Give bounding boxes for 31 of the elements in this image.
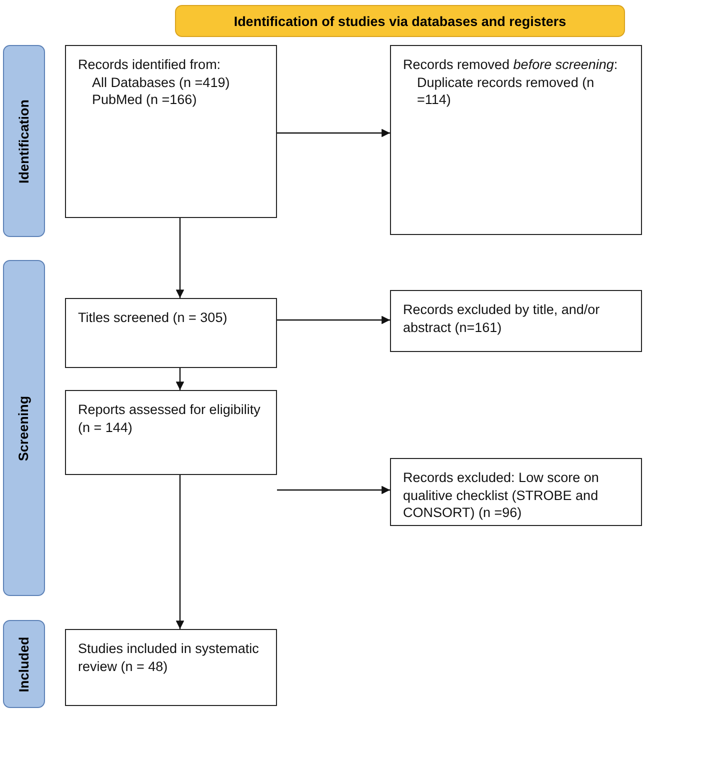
arrow: [176, 218, 184, 298]
band-label: Included: [16, 636, 32, 692]
box-text: Titles screened (n = 305): [78, 309, 228, 327]
box-text: PubMed (n =166): [91, 91, 198, 109]
box-text: Records excluded: Low score on qualitive checklist (STROBE and CONSORT) (n =96): [403, 469, 600, 522]
process-box: [390, 458, 642, 526]
phase-band: [3, 260, 45, 596]
process-box: [65, 298, 277, 368]
band-label: Identification of studies via databases and registers: [234, 14, 566, 28]
box-text: All Databases (n =419): [91, 74, 231, 92]
box-text: Studies included in systematic review (n = 48): [78, 640, 260, 676]
phase-band: [3, 620, 45, 708]
section-header-band: [175, 5, 625, 37]
box-text: Records identified from:: [78, 56, 222, 74]
arrow: [277, 128, 390, 138]
process-box: [390, 45, 642, 235]
process-box: [65, 45, 277, 218]
arrow: [176, 368, 184, 390]
process-box: [65, 629, 277, 706]
band-label: Identification: [16, 99, 32, 183]
box-text: Records removed before screening:: [403, 56, 619, 74]
box-text: Records excluded by title, and/or abstract (n=161): [403, 301, 601, 336]
box-text: Reports assessed for eligibility (n = 144): [78, 401, 262, 436]
band-label: Screening: [16, 395, 32, 461]
arrow: [176, 475, 184, 629]
arrow: [277, 316, 390, 324]
phase-band: [3, 45, 45, 237]
process-box: [390, 290, 642, 352]
arrow: [277, 486, 390, 494]
box-text: Duplicate records removed (n =114): [416, 74, 596, 109]
process-box: [65, 390, 277, 475]
